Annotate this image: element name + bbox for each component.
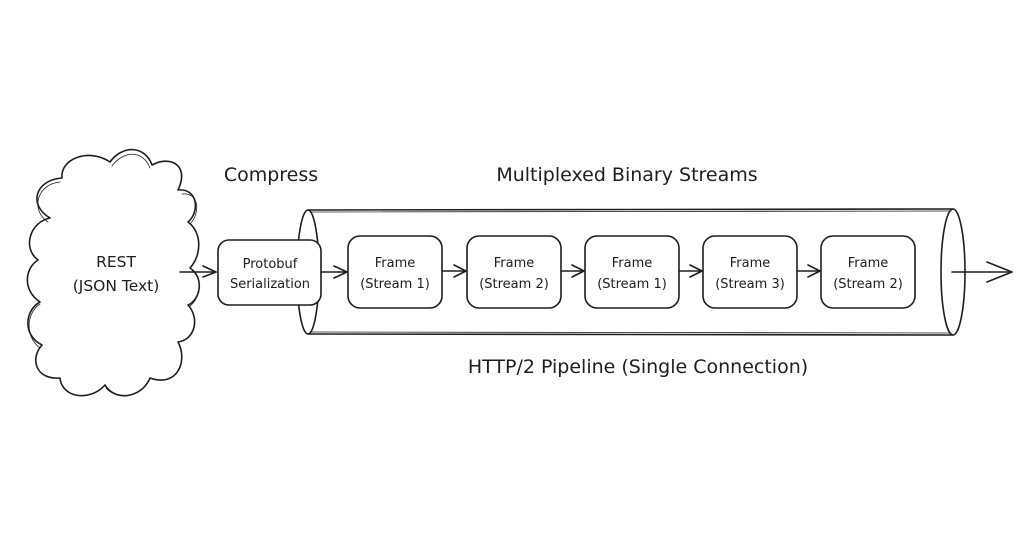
arrowhead-icon: [986, 261, 1013, 283]
arrowhead-icon: [453, 264, 467, 278]
frame-2-line-1: Frame: [494, 256, 535, 271]
frame-4-line-1: Frame: [730, 256, 771, 271]
frame-1-line-2: (Stream 1): [360, 277, 430, 292]
arrowhead-icon: [807, 264, 821, 278]
frame-5-line-1: Frame: [848, 256, 889, 271]
arrow-frame-3-to-frame-4: [678, 264, 703, 278]
pipe-body: [307, 208, 954, 336]
arrowhead-icon: [333, 265, 348, 279]
frame-5-line-2: (Stream 2): [833, 277, 903, 292]
arrow-pipe-output: [951, 261, 1013, 283]
frame-3-line-1: Frame: [612, 256, 653, 271]
compress-label: Compress: [224, 164, 318, 186]
arrow-frame-2-to-frame-3: [560, 264, 585, 278]
frame-box: Frame (Stream 3): [702, 235, 798, 309]
serializer-line-2: Serialization: [230, 277, 310, 292]
cloud-line-1: REST: [96, 253, 136, 271]
frame-1-line-1: Frame: [375, 256, 416, 271]
cloud-line-2: (JSON Text): [73, 277, 160, 295]
frame-box: Frame (Stream 2): [820, 235, 916, 309]
pipeline-caption: HTTP/2 Pipeline (Single Connection): [468, 356, 808, 378]
frame-3-line-2: (Stream 1): [597, 277, 667, 292]
arrowhead-icon: [571, 264, 585, 278]
arrow-source-to-serializer: [179, 265, 217, 278]
arrow-frame-1-to-frame-2: [441, 264, 467, 278]
frame-2-line-2: (Stream 2): [479, 277, 549, 292]
serializer-line-1: Protobuf: [243, 257, 298, 272]
arrow-frame-4-to-frame-5: [796, 264, 821, 278]
arrowhead-icon: [202, 265, 217, 278]
frame-box: Frame (Stream 2): [466, 235, 562, 309]
rest-source-cloud: REST (JSON Text): [26, 148, 200, 397]
arrow-serializer-to-frame-1: [320, 265, 348, 279]
protobuf-serialization-box: Protobuf Serialization: [217, 239, 322, 306]
cloud-sketch: [28, 153, 200, 396]
frame-4-line-2: (Stream 3): [715, 277, 785, 292]
frame-box: Frame (Stream 1): [584, 235, 680, 309]
streams-title: Multiplexed Binary Streams: [496, 164, 757, 186]
cloud-shape: [26, 148, 200, 397]
pipe-body-sketch: [309, 210, 952, 334]
frame-box: Frame (Stream 1): [347, 235, 443, 309]
arrowhead-icon: [689, 264, 703, 278]
